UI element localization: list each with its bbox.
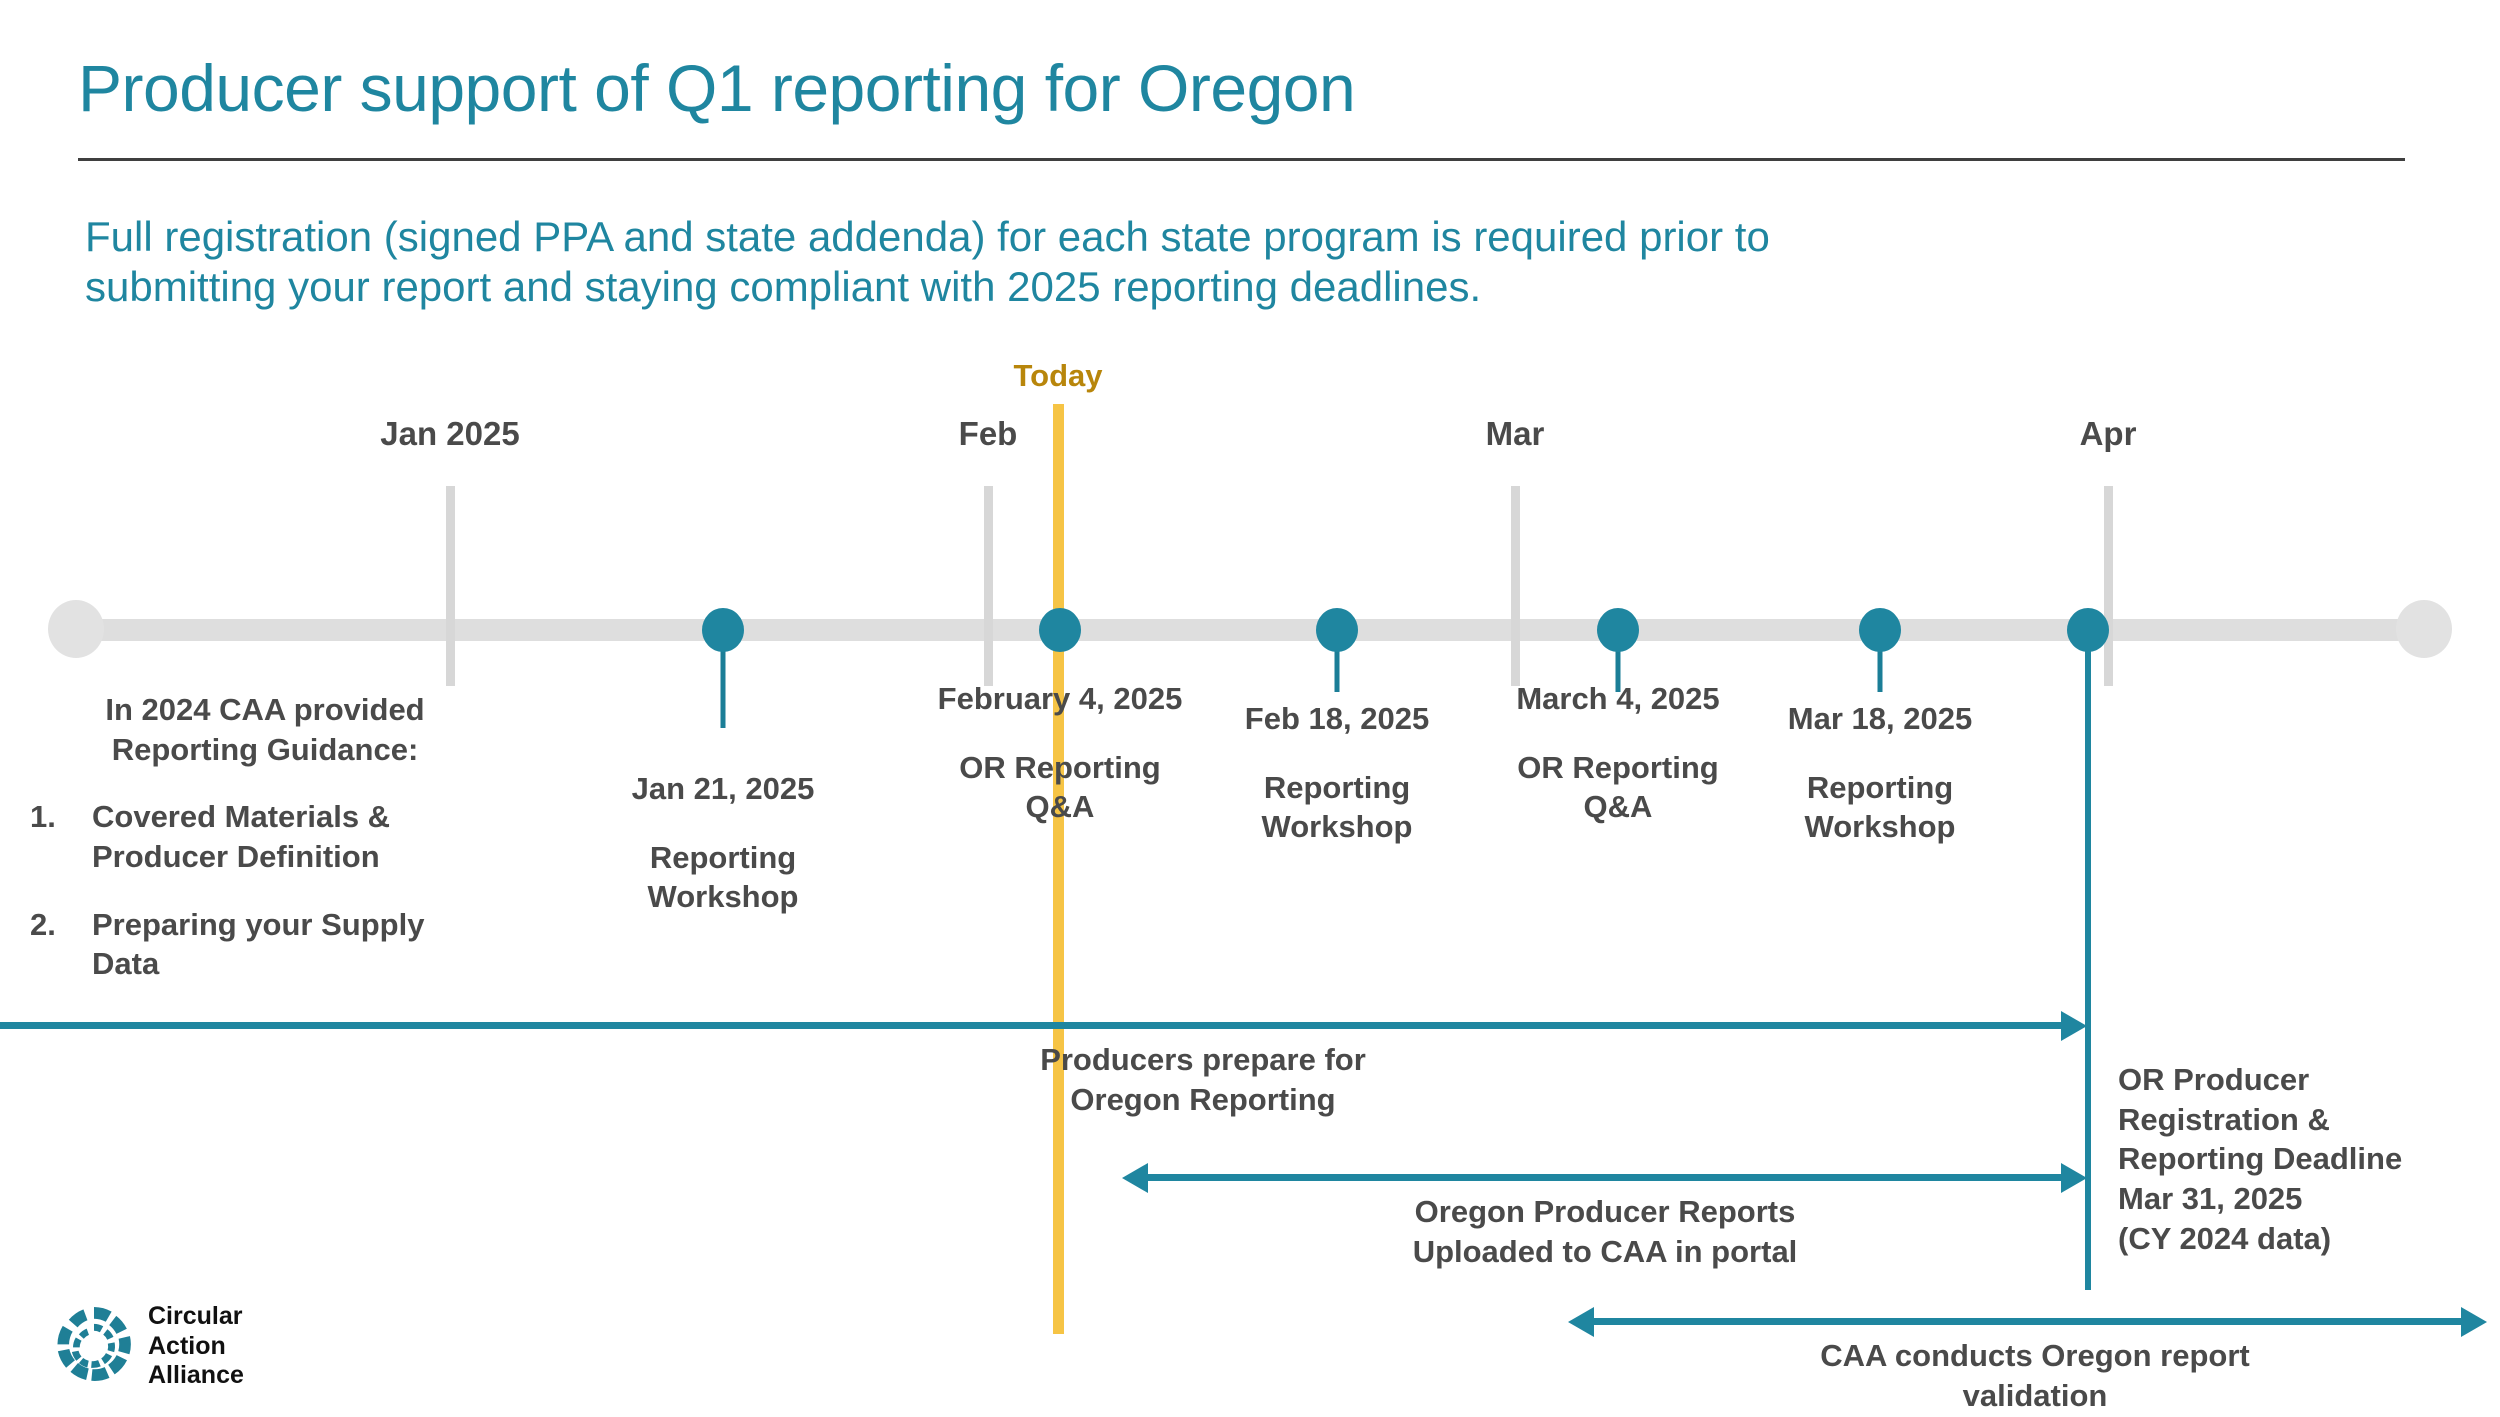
milestone-dot-4[interactable] — [1597, 608, 1639, 652]
milestone-date-3: Feb 18, 2025 — [1244, 701, 1430, 736]
band-label-3-line-1: CAA conducts Oregon report — [1820, 1338, 2250, 1373]
month-label-mar: Mar — [1485, 415, 1545, 452]
milestone-dot-3[interactable] — [1316, 608, 1358, 652]
guidance-heading-line-1: In 2024 CAA provided — [105, 692, 425, 727]
band-label-2-line-1: Oregon Producer Reports — [1414, 1194, 1796, 1229]
milestone-label-3: Feb 18, 2025 Reporting Workshop — [1197, 700, 1477, 846]
guidance-block: In 2024 CAA provided Reporting Guidance:… — [30, 690, 500, 984]
milestone-stem-3 — [1334, 650, 1340, 692]
month-tick-mar — [1511, 486, 1520, 686]
band-label-producers-prepare: Producers prepare for Oregon Reporting — [953, 1040, 1453, 1121]
guidance-item-number-1: 1. — [30, 799, 56, 835]
milestone-label-4: March 4, 2025 OR Reporting Q&A — [1483, 680, 1753, 826]
month-label-apr: Apr — [2079, 415, 2137, 452]
band-label-reports-uploaded: Oregon Producer Reports Uploaded to CAA … — [1325, 1192, 1885, 1273]
circular-action-alliance-logo-icon — [57, 1307, 131, 1381]
subtitle-line-2: submitting your report and staying compl… — [85, 262, 1482, 310]
milestone-stem-5 — [1877, 650, 1883, 692]
milestone-label-5: Mar 18, 2025 Reporting Workshop — [1740, 700, 2020, 846]
band-line-3 — [1594, 1318, 2461, 1325]
milestone-name-2: OR Reporting Q&A — [959, 749, 1161, 824]
deadline-note-line-4: Mar 31, 2025 — [2118, 1181, 2303, 1217]
title-divider — [78, 158, 2405, 161]
band-label-caa-validation: CAA conducts Oregon report validation — [1725, 1336, 2345, 1417]
deadline-note-line-5: (CY 2024 data) — [2118, 1220, 2332, 1256]
band-label-1-line-2: Oregon Reporting — [1070, 1082, 1336, 1118]
guidance-heading-line-2: Reporting Guidance: — [111, 731, 419, 767]
logo-text-line-1: Circular — [148, 1302, 243, 1330]
month-label-feb: Feb — [958, 415, 1018, 452]
deadline-note-line-3: Reporting Deadline — [2118, 1141, 2403, 1177]
today-marker-line — [1053, 404, 1064, 1334]
milestone-date-4: March 4, 2025 — [1516, 681, 1720, 716]
milestone-stem-4 — [1615, 650, 1621, 692]
logo-text: Circular Action Alliance — [148, 1302, 244, 1391]
page-title: Producer support of Q1 reporting for Ore… — [78, 51, 1356, 125]
month-tick-jan — [446, 486, 455, 686]
today-marker-label: Today — [1013, 358, 1103, 393]
milestone-dot-2[interactable] — [1039, 608, 1081, 652]
band-arrowhead-right-1 — [2061, 1011, 2087, 1041]
milestone-stem-1 — [720, 650, 726, 728]
deadline-note: OR Producer Registration & Reporting Dea… — [2118, 1060, 2500, 1258]
milestone-name-5: Reporting Workshop — [1804, 769, 1956, 844]
guidance-list-item-1: 1. Covered Materials & Producer Definiti… — [30, 797, 500, 876]
guidance-list-item-2: 2. Preparing your Supply Data — [30, 905, 500, 984]
logo-text-line-2: Action — [148, 1331, 226, 1360]
band-arrowhead-right-3 — [2461, 1307, 2487, 1337]
milestone-date-2: February 4, 2025 — [937, 681, 1183, 716]
milestone-label-2: February 4, 2025 OR Reporting Q&A — [925, 680, 1195, 826]
subtitle-line-1: Full registration (signed PPA and state … — [85, 213, 1770, 260]
logo-text-line-3: Alliance — [148, 1361, 244, 1389]
band-arrowhead-left-2 — [1122, 1163, 1148, 1193]
milestone-name-1: Reporting Workshop — [647, 839, 799, 914]
milestone-date-1: Jan 21, 2025 — [631, 771, 815, 806]
month-tick-apr — [2104, 486, 2113, 686]
timeline-axis — [60, 619, 2450, 641]
deadline-drop-line — [2085, 630, 2091, 1290]
band-label-3-line-2: validation — [1962, 1378, 2108, 1414]
milestone-date-5: Mar 18, 2025 — [1787, 701, 1973, 736]
timeline-start-cap — [48, 600, 104, 658]
band-line-2 — [1148, 1174, 2061, 1181]
milestone-dot-5[interactable] — [1859, 608, 1901, 652]
milestone-label-1: Jan 21, 2025 Reporting Workshop — [573, 770, 873, 916]
deadline-note-line-2: Registration & — [2118, 1101, 2330, 1137]
milestone-dot-deadline[interactable] — [2067, 608, 2109, 652]
guidance-item-number-2: 2. — [30, 906, 56, 942]
milestone-name-3: Reporting Workshop — [1261, 769, 1413, 844]
guidance-item-text-1: Covered Materials & Producer Definition — [92, 799, 391, 875]
guidance-item-text-2: Preparing your Supply Data — [92, 906, 425, 982]
timeline-end-cap — [2396, 600, 2452, 658]
logo: Circular Action Alliance — [52, 1300, 282, 1390]
band-arrowhead-left-3 — [1568, 1307, 1594, 1337]
milestone-name-4: OR Reporting Q&A — [1517, 749, 1719, 824]
guidance-heading: In 2024 CAA provided Reporting Guidance: — [30, 690, 500, 769]
month-tick-feb — [984, 486, 993, 686]
band-label-1-line-1: Producers prepare for — [1040, 1042, 1366, 1077]
band-label-2-line-2: Uploaded to CAA in portal — [1412, 1234, 1798, 1270]
band-arrowhead-right-2 — [2061, 1163, 2087, 1193]
milestone-dot-1[interactable] — [702, 608, 744, 652]
deadline-note-line-1: OR Producer — [2118, 1062, 2310, 1097]
page-subtitle: Full registration (signed PPA and state … — [85, 212, 2375, 311]
month-label-jan: Jan 2025 — [380, 415, 520, 452]
band-line-1 — [0, 1022, 2061, 1029]
